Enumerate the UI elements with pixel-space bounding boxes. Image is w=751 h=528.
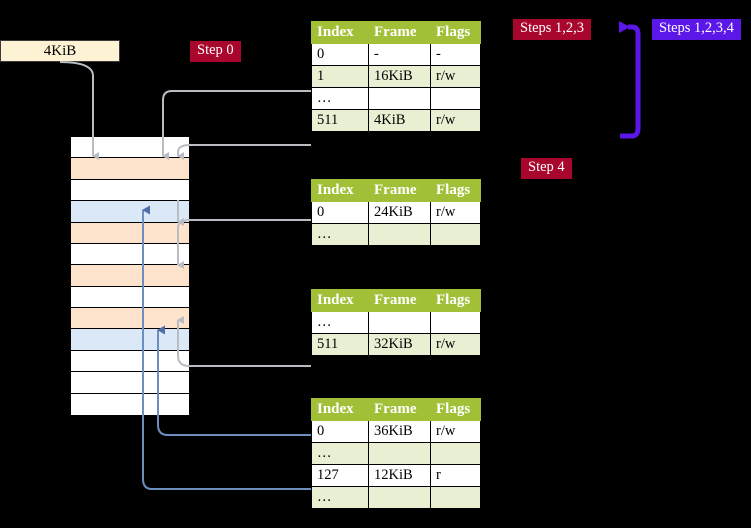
table-cell: 511 (311, 109, 369, 132)
badge-step-0: Step 0 (190, 41, 241, 62)
badge-step-4-label: Step 4 (528, 159, 565, 175)
badge-steps-123-label: Steps 1,2,3 (520, 20, 585, 36)
connector-pt3-to-frame (177, 316, 311, 367)
table-cell: r/w (430, 109, 481, 132)
table-cell: r/w (430, 201, 481, 224)
table-cell (430, 223, 481, 246)
table-cell: r/w (430, 420, 481, 443)
table-cell: 0 (311, 201, 369, 224)
table-row: … (311, 87, 481, 110)
column-header-flags: Flags (430, 21, 481, 44)
table-cell: … (311, 486, 369, 509)
table-cell (430, 87, 481, 110)
column-header-flags: Flags (430, 289, 481, 312)
table-cell (430, 442, 481, 465)
connector-pt2-arrow (177, 219, 311, 269)
table-cell: 36KiB (368, 420, 431, 443)
column-header-frame: Frame (368, 179, 431, 202)
table-cell: 0 (311, 420, 369, 443)
column-header-index: Index (311, 398, 369, 421)
memory-frame-row (71, 243, 189, 266)
arrow-steps-loop (619, 21, 641, 139)
memory-frame-row (71, 372, 189, 394)
badge-steps-123: Steps 1,2,3 (513, 19, 592, 40)
column-header-frame: Frame (368, 398, 431, 421)
table-row: … (311, 223, 481, 246)
table-cell: 12KiB (368, 464, 431, 487)
table-cell: … (311, 223, 369, 246)
table-cell: r (430, 464, 481, 487)
memory-frame-row (71, 201, 189, 223)
physical-memory-frames (70, 136, 190, 416)
frame-size-box: 4KiB (0, 40, 120, 62)
column-header-flags: Flags (430, 179, 481, 202)
frame-size-label: 4KiB (43, 42, 77, 59)
memory-frame-row (71, 308, 189, 330)
memory-frame-row (71, 158, 189, 180)
memory-frame-row (71, 350, 189, 373)
table-cell: … (311, 442, 369, 465)
column-header-index: Index (311, 179, 369, 202)
table-cell: … (311, 87, 369, 110)
memory-frame-row (71, 179, 189, 202)
table-row: 0-- (311, 43, 481, 66)
column-header-index: Index (311, 289, 369, 312)
memory-frame-row (71, 137, 189, 159)
table-cell (368, 442, 431, 465)
column-header-flags: Flags (430, 398, 481, 421)
table-cell: r/w (430, 333, 481, 356)
badge-step-4: Step 4 (521, 158, 572, 179)
column-header-frame: Frame (368, 289, 431, 312)
badge-steps-1234: Steps 1,2,3,4 (652, 19, 741, 40)
table-cell: 511 (311, 333, 369, 356)
table-cell: 16KiB (368, 65, 431, 88)
table-cell: … (311, 311, 369, 334)
table-row: … (311, 311, 481, 334)
table-cell: - (430, 43, 481, 66)
table-cell (368, 223, 431, 246)
table-cell: 0 (311, 43, 369, 66)
table-row: … (311, 442, 481, 465)
table-cell: 32KiB (368, 333, 431, 356)
table-cell: 4KiB (368, 109, 431, 132)
table-row: … (311, 486, 481, 509)
table-cell (430, 311, 481, 334)
table-cell (368, 87, 431, 110)
table-cell: r/w (430, 65, 481, 88)
column-header-index: Index (311, 21, 369, 44)
table-cell: 24KiB (368, 201, 431, 224)
table-cell (368, 486, 431, 509)
memory-frame-row (71, 393, 189, 415)
memory-frame-row (71, 329, 189, 351)
memory-frame-row (71, 265, 189, 287)
column-header-frame: Frame (368, 21, 431, 44)
table-cell (430, 486, 481, 509)
table-cell: 127 (311, 464, 369, 487)
badge-steps-1234-label: Steps 1,2,3,4 (659, 20, 734, 36)
badge-step-0-label: Step 0 (197, 42, 234, 58)
memory-frame-row (71, 286, 189, 309)
table-cell (368, 311, 431, 334)
memory-frame-row (71, 222, 189, 244)
table-cell: 1 (311, 65, 369, 88)
table-cell: - (368, 43, 431, 66)
